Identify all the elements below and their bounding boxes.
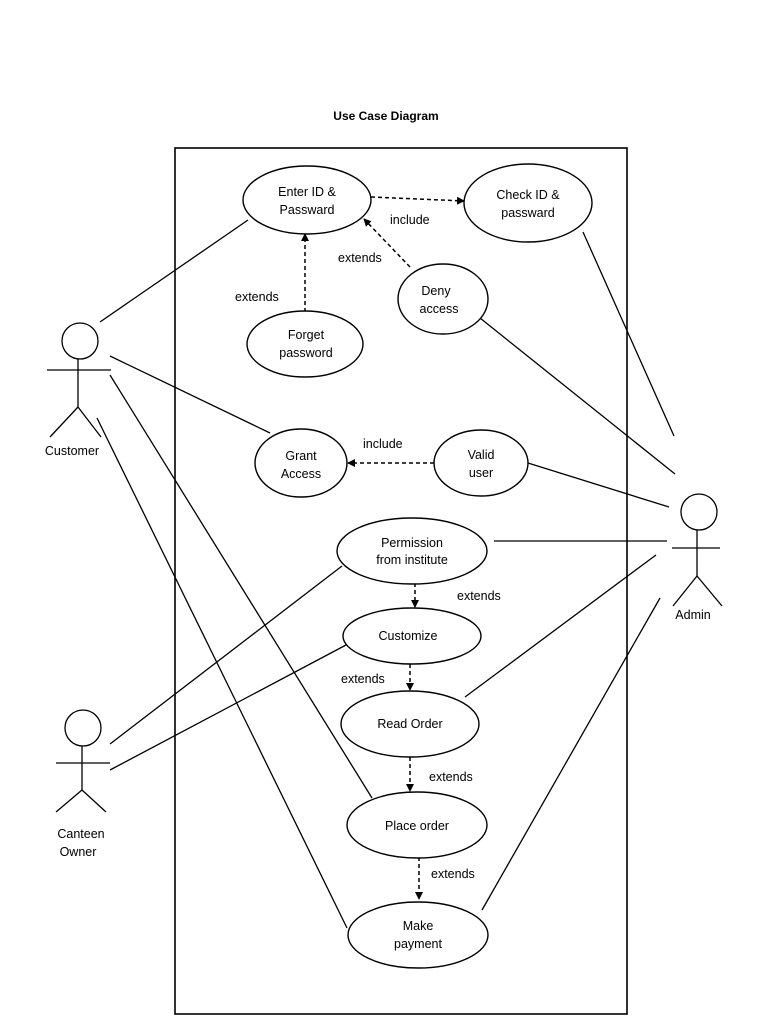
use-case-grant-access-line1: Grant xyxy=(285,449,317,463)
use-case-deny-access-line2: access xyxy=(420,302,459,316)
use-case-permission: Permission from institute xyxy=(336,517,488,585)
diagram-title: Use Case Diagram xyxy=(333,109,438,123)
use-case-deny-access-line1: Deny xyxy=(421,284,451,298)
assoc-admin-make-payment xyxy=(481,597,661,911)
actor-admin: Admin xyxy=(672,493,723,622)
label-include-2: include xyxy=(363,437,403,451)
actor-canteen-owner-label-line1: Canteen xyxy=(57,827,104,841)
use-case-grant-access-line2: Access xyxy=(281,467,321,481)
use-case-forget-password-line2: password xyxy=(279,346,333,360)
use-case-valid-user-line1: Valid xyxy=(468,448,495,462)
actor-canteen-owner-label-line2: Owner xyxy=(60,845,97,859)
use-case-customize-label: Customize xyxy=(378,629,437,643)
assoc-admin-check-id xyxy=(582,231,675,437)
assoc-customer-make-payment xyxy=(96,417,348,929)
include-arrow-enter-check xyxy=(370,196,465,205)
system-boundary xyxy=(174,147,628,1015)
use-case-grant-access: Grant Access xyxy=(254,428,348,498)
use-case-enter-id: Enter ID & Passward xyxy=(242,165,372,235)
use-case-forget-password-line1: Forget xyxy=(288,328,325,342)
assoc-admin-valid-user xyxy=(527,462,670,508)
dependency-arrows xyxy=(301,196,465,900)
assoc-admin-deny-access xyxy=(479,317,676,475)
label-extends-permission: extends xyxy=(457,589,501,603)
label-extends-deny: extends xyxy=(338,251,382,265)
actor-customer-label: Customer xyxy=(45,444,99,458)
use-case-make-payment: Make payment xyxy=(347,901,489,969)
actor-admin-label: Admin xyxy=(675,608,710,622)
use-case-valid-user: Valid user xyxy=(433,429,529,497)
use-case-permission-line2: from institute xyxy=(376,553,448,567)
stick-figure-icon xyxy=(47,322,111,438)
use-case-enter-id-line2: Passward xyxy=(280,203,335,217)
stick-figure-icon xyxy=(55,709,110,813)
label-extends-customize: extends xyxy=(341,672,385,686)
assoc-customer-enter-id xyxy=(99,219,249,323)
use-case-read-order: Read Order xyxy=(340,690,480,758)
actor-customer: Customer xyxy=(45,322,111,458)
use-case-check-id-line1: Check ID & xyxy=(496,188,560,202)
actor-canteen-owner: Canteen Owner xyxy=(55,709,110,859)
use-case-enter-id-line1: Enter ID & xyxy=(278,185,336,199)
use-case-deny-access: Deny access xyxy=(397,263,489,335)
assoc-owner-permission xyxy=(109,565,343,745)
label-extends-place: extends xyxy=(431,867,475,881)
use-case-check-id: Check ID & passward xyxy=(463,163,593,243)
use-case-make-payment-line2: payment xyxy=(394,937,442,951)
label-include-1: include xyxy=(390,213,430,227)
use-case-valid-user-line2: user xyxy=(469,466,493,480)
label-extends-read: extends xyxy=(429,770,473,784)
assoc-owner-customize xyxy=(109,644,347,771)
use-case-permission-line1: Permission xyxy=(381,536,443,550)
use-case-customize: Customize xyxy=(342,607,482,665)
use-case-make-payment-line1: Make xyxy=(403,919,434,933)
use-cases: Enter ID & Passward Check ID & passward … xyxy=(242,163,593,969)
use-case-forget-password: Forget password xyxy=(246,310,364,378)
use-case-read-order-label: Read Order xyxy=(377,717,442,731)
assoc-admin-read-order xyxy=(464,554,657,698)
assoc-customer-place-order xyxy=(109,374,373,799)
use-case-place-order: Place order xyxy=(346,791,488,859)
stick-figure-icon xyxy=(672,493,723,607)
assoc-customer-grant-access xyxy=(109,355,271,434)
use-case-check-id-line2: passward xyxy=(501,206,555,220)
use-case-place-order-label: Place order xyxy=(385,819,449,833)
relation-labels: include extends extends include extends … xyxy=(235,213,501,881)
label-extends-forget: extends xyxy=(235,290,279,304)
association-lines xyxy=(96,219,676,929)
